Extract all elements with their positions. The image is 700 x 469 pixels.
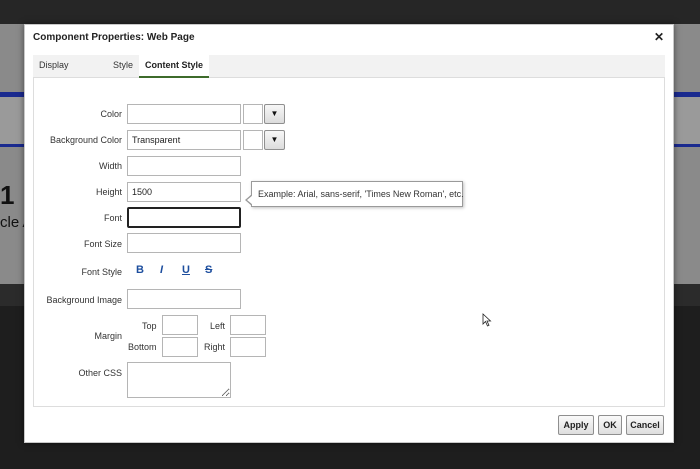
margin-right-input[interactable] [230,337,266,357]
font-style-buttons: B I U S [136,264,226,280]
tab-style[interactable]: Style [113,60,134,70]
background-color-swatch[interactable] [243,130,263,150]
color-dropdown-button[interactable]: ▼ [264,104,285,124]
font-style-label: Font Style [81,267,122,277]
close-icon[interactable]: ✕ [653,30,664,44]
background-image-label: Background Image [46,295,122,305]
background-color-label: Background Color [49,135,122,145]
underline-button[interactable]: U [182,264,190,276]
font-size-label: Font Size [83,239,122,249]
apply-button[interactable]: Apply [558,415,594,435]
ok-button[interactable]: OK [598,415,622,435]
tab-bar: Display Options Style Content Style [33,55,665,91]
color-swatch[interactable] [243,104,263,124]
font-label: Font [103,213,122,223]
chevron-down-icon: ▼ [270,135,279,144]
background-top-bar [0,0,700,24]
dialog-title: Component Properties: Web Page [33,32,195,43]
mouse-pointer-icon [482,313,492,327]
other-css-label: Other CSS [78,368,122,378]
margin-top-input[interactable] [162,315,198,335]
italic-button[interactable]: I [160,264,164,276]
background-color-dropdown-button[interactable]: ▼ [264,130,285,150]
margin-left-input[interactable] [230,315,266,335]
font-hint-tooltip: Example: Arial, sans-serif, 'Times New R… [251,181,464,207]
background-color-input[interactable] [127,130,241,150]
chevron-down-icon: ▼ [270,109,279,118]
margin-right-label: Right [204,342,226,352]
bold-button[interactable]: B [136,264,144,276]
margin-bottom-input[interactable] [162,337,198,357]
width-label: Width [98,161,122,171]
color-label: Color [100,109,122,119]
margin-top-label: Top [142,321,157,331]
background-heading-fragment: 1 [0,180,15,210]
other-css-textarea[interactable] [127,362,231,398]
margin-label: Margin [94,331,122,341]
tooltip-arrow-fill [247,195,253,205]
height-label: Height [95,187,122,197]
width-input[interactable] [127,156,241,176]
margin-left-label: Left [210,321,226,331]
color-input[interactable] [127,104,241,124]
tab-display-options[interactable]: Display Options [39,60,70,91]
font-input[interactable] [127,207,241,228]
height-input[interactable] [127,182,241,202]
component-properties-dialog: Component Properties: Web Page ✕ Display… [24,24,674,443]
strikethrough-button[interactable]: S [205,264,213,276]
cancel-button[interactable]: Cancel [626,415,664,435]
background-image-input[interactable] [127,289,241,309]
tab-content-style[interactable]: Content Style [139,55,210,78]
margin-bottom-label: Bottom [128,342,157,352]
font-size-input[interactable] [127,233,241,253]
